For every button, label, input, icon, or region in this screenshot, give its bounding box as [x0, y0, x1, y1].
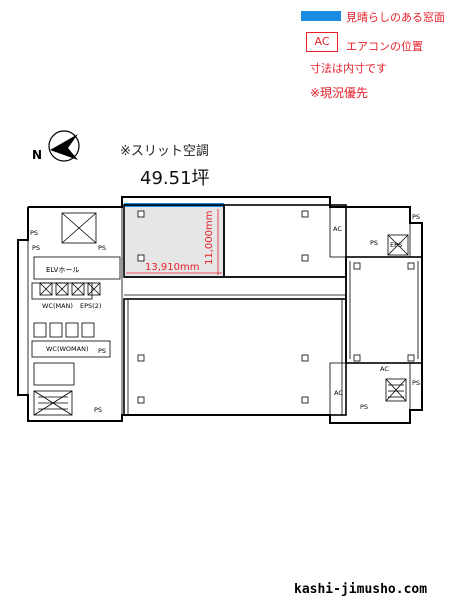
ac-bottom-label-1: AC [380, 365, 389, 373]
eps-left-label: EPS(2) [80, 302, 101, 310]
footer-site: kashi-jimusho.com [294, 582, 428, 597]
view-window-legend-label: 見晴らしのある窓面 [346, 11, 445, 24]
ps-left-2: PS [98, 244, 106, 252]
current-condition-note: ※現況優先 [310, 86, 369, 100]
ps-left-5: PS [30, 229, 38, 237]
north-arrow-icon: N [32, 130, 80, 162]
eps-right-label: EPS [390, 241, 402, 249]
ps-right-1: PS [370, 239, 378, 247]
ps-left-4: PS [94, 406, 102, 414]
ps-left-1: PS [32, 244, 40, 252]
elevator-boxes [33, 282, 101, 338]
ac-legend-box: AC [306, 32, 338, 52]
ps-left-3: PS [98, 347, 106, 355]
elv-hall-label: ELVホール [46, 266, 79, 274]
ac-top-label: AC [333, 225, 342, 233]
wc-woman-label: WC(WOMAN) [46, 345, 89, 353]
ac-bottom-label-2: AC [334, 389, 343, 397]
ps-right-2: PS [412, 213, 420, 221]
ps-right-3: PS [412, 379, 420, 387]
ps-right-4: PS [360, 403, 368, 411]
svg-text:N: N [32, 148, 42, 162]
floor-plan: 13,910mm 11,000mm ELVホール WC(MAN) EPS(2) … [17, 196, 423, 424]
ac-legend-label: エアコンの位置 [346, 40, 423, 53]
column-markers [137, 210, 415, 404]
view-window-swatch [301, 11, 341, 21]
floor-area: 49.51坪 [140, 168, 210, 189]
dimension-note: 寸法は内寸です [310, 62, 387, 75]
hvac-note: ※スリット空調 [120, 144, 209, 159]
dimension-width: 13,910mm [145, 262, 199, 273]
dimension-height: 11,000mm [204, 211, 215, 265]
wc-man-label: WC(MAN) [42, 302, 73, 310]
